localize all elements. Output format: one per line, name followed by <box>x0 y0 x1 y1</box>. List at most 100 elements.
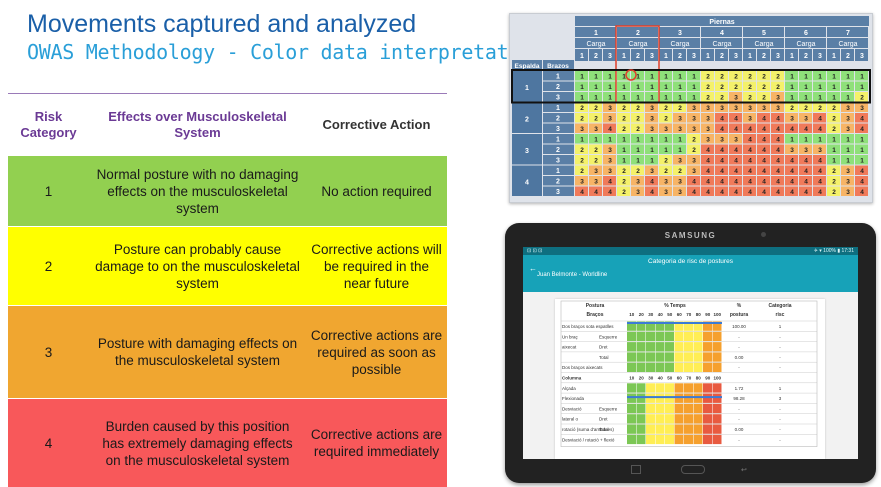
owas-cell <box>687 165 700 175</box>
highlight-column-box <box>615 25 660 104</box>
owas-cell <box>603 144 616 154</box>
carga-value-cell <box>589 49 602 61</box>
owas-cell-value: 2 <box>832 179 836 186</box>
owas-cell <box>603 123 616 133</box>
temps-cell <box>627 383 636 393</box>
owas-cell <box>701 134 714 144</box>
owas-cell-value: 2 <box>762 95 766 102</box>
owas-cell <box>575 113 588 123</box>
owas-cell <box>813 176 826 186</box>
owas-cell <box>617 144 630 154</box>
percent-col-label: 60 <box>677 312 683 317</box>
owas-cell-value: 2 <box>776 74 780 81</box>
carga-value: 1 <box>832 53 836 60</box>
owas-cell <box>715 165 728 175</box>
owas-cell-value: 1 <box>636 158 640 165</box>
posture-pct: 1.72 <box>735 386 744 391</box>
owas-cell <box>743 186 756 196</box>
carga-value: 2 <box>804 53 808 60</box>
risk-category: 2 <box>44 258 53 274</box>
owas-cell-value: 4 <box>860 189 864 196</box>
owas-cell-value: 4 <box>776 179 780 186</box>
owas-cell-value: 1 <box>790 95 794 102</box>
owas-cell-value: 4 <box>762 147 766 154</box>
owas-cell-value: 4 <box>580 189 584 196</box>
owas-cell <box>729 134 742 144</box>
owas-cell <box>603 102 616 112</box>
owas-cell-value: 3 <box>650 168 654 175</box>
owas-cell-value: 2 <box>636 126 640 133</box>
posture-label: aixecat <box>562 345 577 350</box>
owas-cell <box>715 81 728 91</box>
posture-pct: - <box>738 345 740 350</box>
owas-cell-value: 4 <box>860 116 864 123</box>
owas-cell-value: 3 <box>790 116 794 123</box>
owas-cell-value: 2 <box>706 95 710 102</box>
owas-cell-value: 4 <box>692 179 696 186</box>
temps-cell <box>674 331 684 342</box>
highlight-circle <box>625 69 637 81</box>
owas-cell <box>603 165 616 175</box>
owas-cell <box>631 71 644 81</box>
owas-cell-value: 2 <box>720 74 724 81</box>
owas-cell <box>813 102 826 112</box>
tablet-brand: SAMSUNG <box>664 231 717 240</box>
owas-cell-value: 3 <box>706 105 710 112</box>
owas-cell <box>631 102 644 112</box>
owas-cell <box>701 92 714 102</box>
owas-cell-value: 4 <box>748 147 752 154</box>
owas-cell-value: 2 <box>678 105 682 112</box>
carga-cell <box>743 38 784 48</box>
brazos-cell <box>543 176 574 186</box>
temps-cell <box>712 383 722 393</box>
owas-cell-value: 2 <box>720 84 724 91</box>
owas-cell <box>575 134 588 144</box>
home-button[interactable] <box>681 465 705 474</box>
owas-cell-value: 1 <box>804 74 808 81</box>
temps-cell <box>665 362 674 372</box>
percent-col-label: 90 <box>705 312 711 317</box>
owas-cell <box>603 113 616 123</box>
owas-cell-value: 2 <box>720 95 724 102</box>
back-arrow-icon[interactable]: ← <box>529 264 537 273</box>
page-subtitle: OWAS Methodology - Color data interpreta… <box>27 40 544 64</box>
brazos-value: 3 <box>556 126 560 133</box>
owas-cell <box>617 92 630 102</box>
owas-cell <box>673 155 686 165</box>
temps-cell <box>684 321 693 331</box>
owas-cell <box>743 144 756 154</box>
owas-cell-value: 4 <box>762 137 766 144</box>
owas-cell-value: 1 <box>832 74 836 81</box>
owas-cell <box>673 92 686 102</box>
temps-cell <box>684 331 693 342</box>
owas-cell <box>757 165 770 175</box>
temps-cell <box>665 383 674 393</box>
owas-cell <box>743 134 756 144</box>
owas-cell-value: 1 <box>580 84 584 91</box>
temps-cell <box>693 342 703 352</box>
brazos-cell <box>543 92 574 102</box>
posture-pct: - <box>738 406 740 411</box>
owas-cell <box>673 144 686 154</box>
temps-cell <box>665 331 674 342</box>
owas-cell-value: 2 <box>664 116 668 123</box>
leg-group-label: 6 <box>804 30 808 37</box>
owas-cell <box>743 102 756 112</box>
temps-cell <box>703 321 712 331</box>
owas-cell-value: 4 <box>762 168 766 175</box>
owas-cell <box>785 123 798 133</box>
recent-apps-icon[interactable] <box>631 465 641 474</box>
owas-cell <box>729 71 742 81</box>
owas-cell <box>673 134 686 144</box>
owas-cell-value: 1 <box>804 84 808 91</box>
owas-cell-value: 1 <box>608 84 612 91</box>
owas-cell-value: 4 <box>804 158 808 165</box>
owas-cell-value: 1 <box>846 95 850 102</box>
owas-cell-value: 1 <box>650 74 654 81</box>
owas-cell-value: 1 <box>832 84 836 91</box>
back-nav-icon[interactable]: ↩ <box>741 467 747 474</box>
owas-cell <box>631 144 644 154</box>
owas-cell-value: 4 <box>818 189 822 196</box>
owas-cell <box>785 71 798 81</box>
owas-cell-value: 4 <box>748 168 752 175</box>
